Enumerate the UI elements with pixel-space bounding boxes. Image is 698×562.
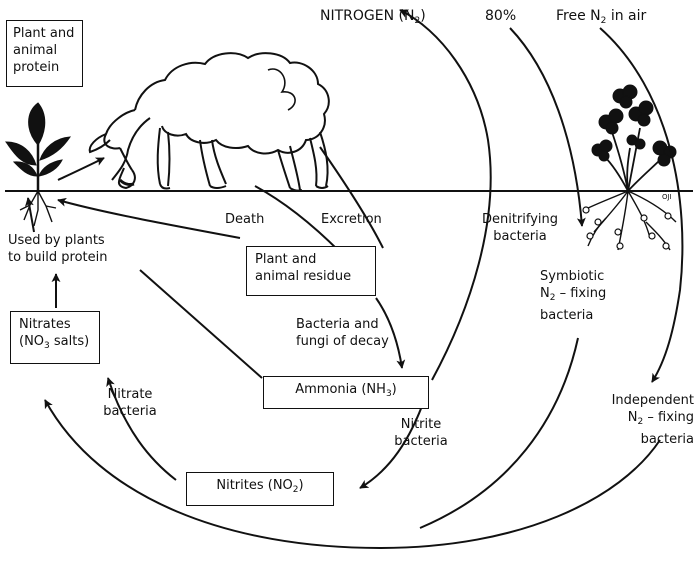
artist-mark: OJI	[662, 193, 672, 201]
arrow-free-n2-to-symbiotic	[509, 27, 586, 227]
arrow-excretion	[319, 146, 384, 249]
arrow-used-by-plants-to-protein	[24, 197, 35, 233]
used-by-plants-label: Used by plants to build protein	[8, 233, 108, 265]
cycle-arrows	[24, 9, 684, 550]
nitrates-box: Nitrates (NO3 salts)	[10, 311, 100, 364]
nitrites-box: Nitrites (NO2)	[186, 472, 334, 506]
independent-label: Independent N2 – fixing bacteria	[611, 393, 694, 447]
arrow-residue-to-decay	[375, 297, 406, 369]
arrow-ammonia-to-nitrogen	[399, 9, 492, 381]
nitrogen-label: NITROGEN (N2)	[320, 8, 426, 26]
arrow-plants-to-ammonia	[139, 269, 263, 379]
death-label: Death	[225, 212, 265, 227]
decay-label: Bacteria and fungi of decay	[296, 317, 389, 349]
arrow-death	[254, 185, 341, 253]
sheep-illustration	[88, 52, 330, 192]
ammonia-box: Ammonia (NH3)	[263, 376, 429, 409]
arrow-ammonia-to-nitrites	[359, 397, 426, 489]
arrow-soil-to-used-by-plants	[57, 197, 241, 239]
percent-label: 80%	[485, 8, 517, 24]
arrow-independent-to-nitrates	[44, 399, 661, 550]
plant-illustration	[4, 102, 71, 227]
free-n2-label: Free N2 in air	[556, 8, 647, 26]
arrow-plant-to-sheep	[57, 157, 105, 181]
excretion-label: Excretion	[321, 212, 382, 227]
clover-illustration	[582, 84, 677, 251]
arrow-free-n2-to-independent	[599, 27, 684, 383]
arrow-symbiotic-to-bottom	[419, 337, 579, 529]
residue-box: Plant and animal residue	[246, 246, 376, 296]
nitrite-bacteria-label: Nitrite bacteria	[394, 417, 448, 449]
plant-animal-protein-box: Plant and animal protein	[6, 20, 83, 87]
plant-animal-protein-label: Plant and animal protein	[13, 26, 75, 75]
denitrifying-bacteria-label: Denitrifying bacteria	[481, 212, 559, 244]
symbiotic-label: Symbiotic N2 – fixing bacteria	[540, 269, 607, 323]
arrow-nitrites-to-nitrates	[106, 377, 177, 481]
nitrate-bacteria-label: Nitrate bacteria	[103, 387, 157, 419]
